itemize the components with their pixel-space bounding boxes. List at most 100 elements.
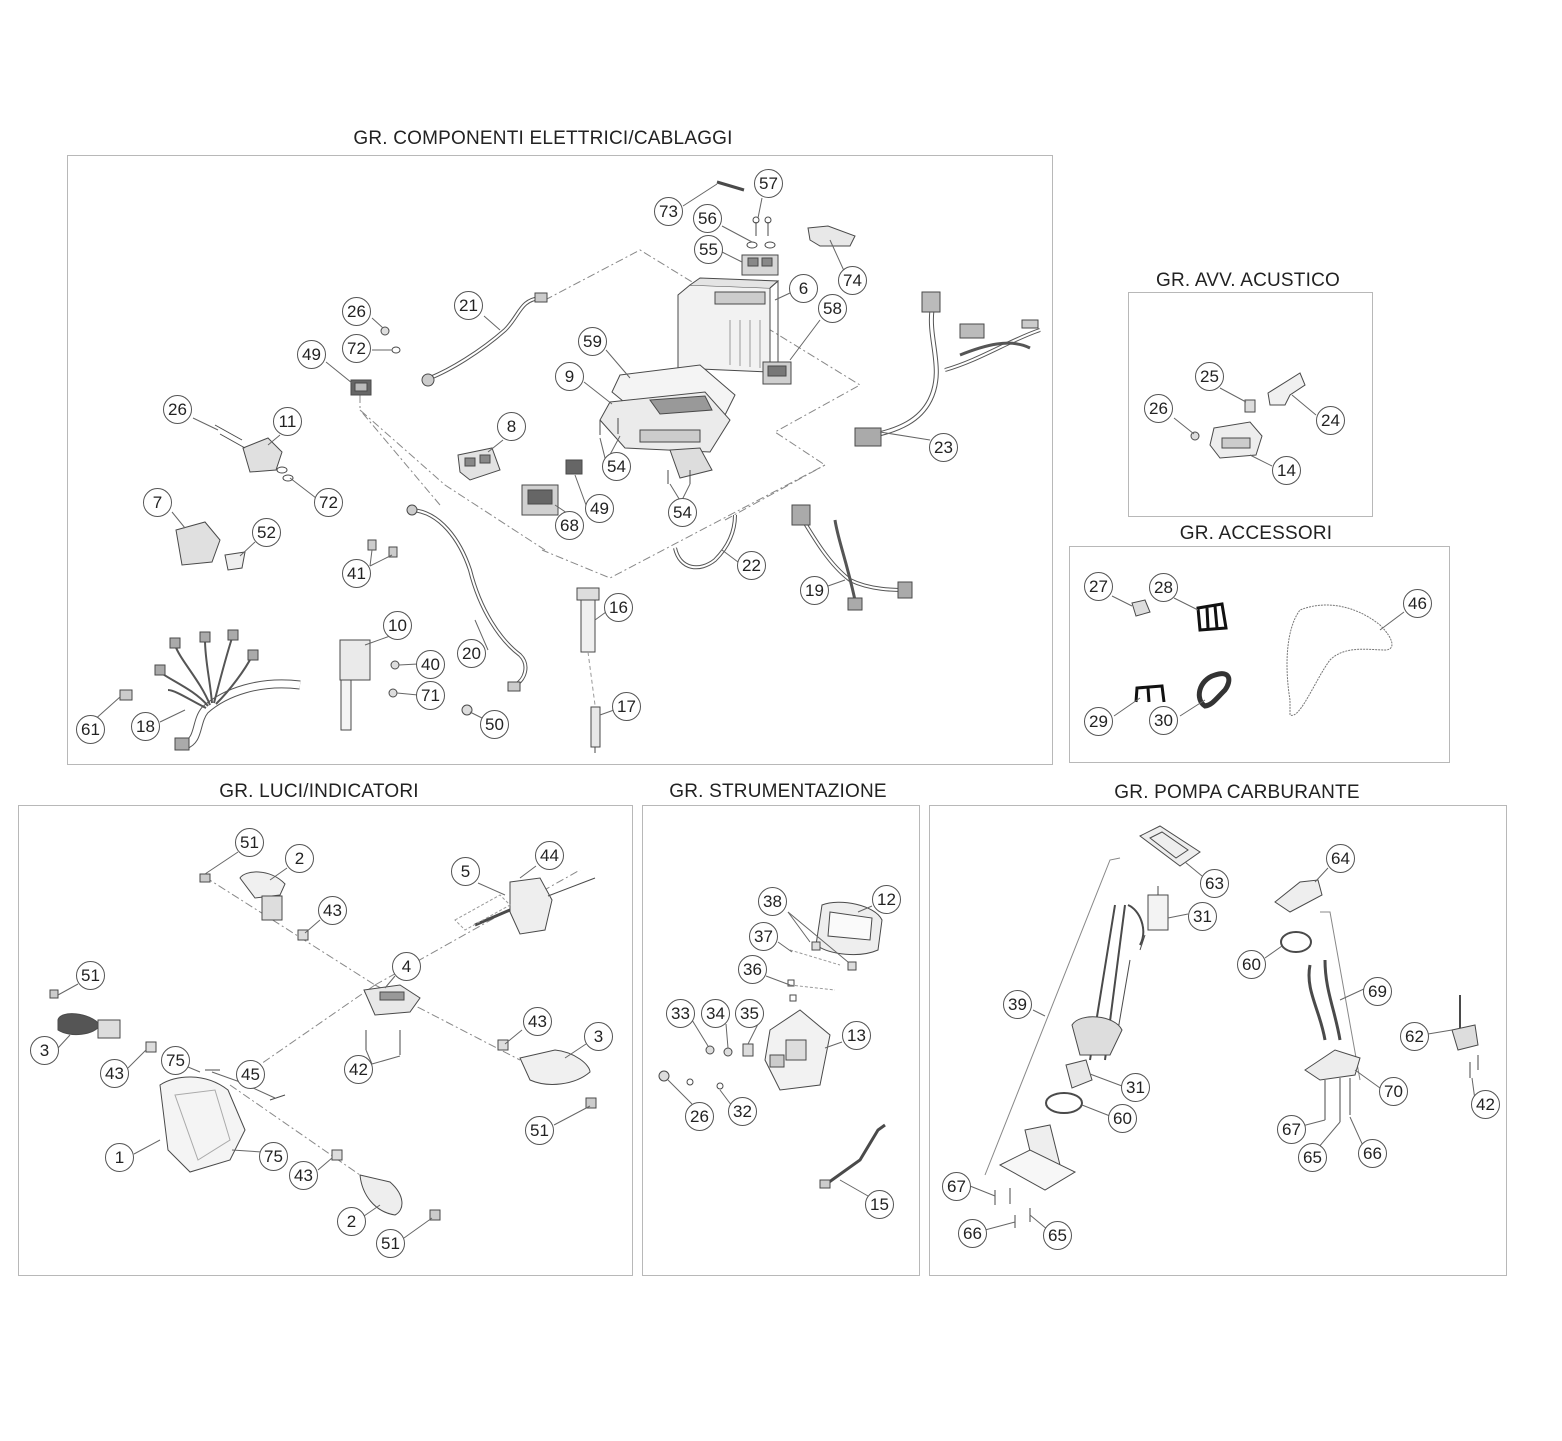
callout-73[interactable]: 73 [654,197,683,226]
callout-3a[interactable]: 3 [30,1036,59,1065]
callout-46[interactable]: 46 [1403,589,1432,618]
callout-4[interactable]: 4 [392,952,421,981]
callout-3b[interactable]: 3 [584,1022,613,1051]
callout-51b[interactable]: 51 [76,961,105,990]
callout-57[interactable]: 57 [754,169,783,198]
part-46-cover [1287,605,1392,715]
callout-54b[interactable]: 54 [668,498,697,527]
callout-7[interactable]: 7 [143,488,172,517]
callout-68[interactable]: 68 [555,511,584,540]
callout-59[interactable]: 59 [578,327,607,356]
callout-11[interactable]: 11 [273,407,302,436]
callout-15[interactable]: 15 [865,1190,894,1219]
callout-72a[interactable]: 72 [342,334,371,363]
callout-64[interactable]: 64 [1326,844,1355,873]
callout-42a[interactable]: 42 [344,1055,373,1084]
callout-10[interactable]: 10 [383,611,412,640]
callout-34[interactable]: 34 [701,999,730,1028]
callout-70[interactable]: 70 [1379,1077,1408,1106]
callout-20[interactable]: 20 [457,639,486,668]
callout-51c[interactable]: 51 [525,1116,554,1145]
callout-33[interactable]: 33 [666,999,695,1028]
callout-12[interactable]: 12 [872,885,901,914]
callout-51a[interactable]: 51 [235,828,264,857]
callout-29[interactable]: 29 [1084,707,1113,736]
callout-62[interactable]: 62 [1400,1022,1429,1051]
callout-71[interactable]: 71 [416,681,445,710]
callout-35[interactable]: 35 [735,999,764,1028]
callout-69[interactable]: 69 [1363,977,1392,1006]
callout-65b[interactable]: 65 [1043,1221,1072,1250]
callout-36[interactable]: 36 [738,955,767,984]
part-17-spark-plug [591,707,600,753]
part-57-screws [747,217,775,248]
callout-31b[interactable]: 31 [1121,1073,1150,1102]
callout-75a[interactable]: 75 [161,1046,190,1075]
leaders-pompa [969,861,1476,1231]
callout-43d[interactable]: 43 [289,1161,318,1190]
callout-60a[interactable]: 60 [1237,950,1266,979]
callout-2a[interactable]: 2 [285,844,314,873]
callout-67b[interactable]: 67 [942,1172,971,1201]
callout-22[interactable]: 22 [737,551,766,580]
callout-32[interactable]: 32 [728,1097,757,1126]
callout-27[interactable]: 27 [1084,572,1113,601]
callout-28[interactable]: 28 [1149,573,1178,602]
callout-54a[interactable]: 54 [602,452,631,481]
part-30-strap [1199,674,1229,706]
callout-66a[interactable]: 66 [1358,1139,1387,1168]
callout-5[interactable]: 5 [451,857,480,886]
callout-26d[interactable]: 26 [685,1102,714,1131]
callout-39[interactable]: 39 [1003,990,1032,1019]
callout-43a[interactable]: 43 [318,896,347,925]
callout-37[interactable]: 37 [749,922,778,951]
callout-49b[interactable]: 49 [585,494,614,523]
part-61-sensor [120,690,132,700]
callout-45[interactable]: 45 [236,1060,265,1089]
callout-74[interactable]: 74 [838,266,867,295]
callout-26b[interactable]: 26 [163,395,192,424]
callout-58[interactable]: 58 [818,294,847,323]
callout-65a[interactable]: 65 [1298,1143,1327,1172]
part-26c-screw [1191,432,1199,440]
callout-30[interactable]: 30 [1149,706,1178,735]
callout-23[interactable]: 23 [929,433,958,462]
callout-13[interactable]: 13 [842,1021,871,1050]
callout-26c[interactable]: 26 [1144,394,1173,423]
callout-1[interactable]: 1 [105,1143,134,1172]
callout-75b[interactable]: 75 [259,1142,288,1171]
callout-56[interactable]: 56 [693,204,722,233]
callout-38[interactable]: 38 [758,887,787,916]
callout-8[interactable]: 8 [497,412,526,441]
callout-25[interactable]: 25 [1195,362,1224,391]
callout-21[interactable]: 21 [454,291,483,320]
callout-40[interactable]: 40 [416,650,445,679]
callout-49a[interactable]: 49 [297,340,326,369]
callout-63[interactable]: 63 [1200,869,1229,898]
callout-52[interactable]: 52 [252,518,281,547]
callout-6[interactable]: 6 [789,274,818,303]
callout-55[interactable]: 55 [694,235,723,264]
callout-43b[interactable]: 43 [100,1059,129,1088]
callout-44[interactable]: 44 [535,841,564,870]
callout-43c[interactable]: 43 [523,1007,552,1036]
callout-19[interactable]: 19 [800,576,829,605]
callout-18[interactable]: 18 [131,712,160,741]
callout-2b[interactable]: 2 [337,1207,366,1236]
callout-16[interactable]: 16 [604,593,633,622]
callout-41[interactable]: 41 [342,559,371,588]
callout-17[interactable]: 17 [612,692,641,721]
callout-60b[interactable]: 60 [1108,1104,1137,1133]
callout-67a[interactable]: 67 [1277,1115,1306,1144]
callout-26a[interactable]: 26 [342,297,371,326]
callout-51d[interactable]: 51 [376,1229,405,1258]
callout-61[interactable]: 61 [76,715,105,744]
callout-50[interactable]: 50 [480,710,509,739]
callout-24[interactable]: 24 [1316,406,1345,435]
callout-14[interactable]: 14 [1272,456,1301,485]
callout-42b[interactable]: 42 [1471,1090,1500,1119]
callout-31a[interactable]: 31 [1188,902,1217,931]
callout-9[interactable]: 9 [555,362,584,391]
callout-72b[interactable]: 72 [314,488,343,517]
callout-66b[interactable]: 66 [958,1219,987,1248]
